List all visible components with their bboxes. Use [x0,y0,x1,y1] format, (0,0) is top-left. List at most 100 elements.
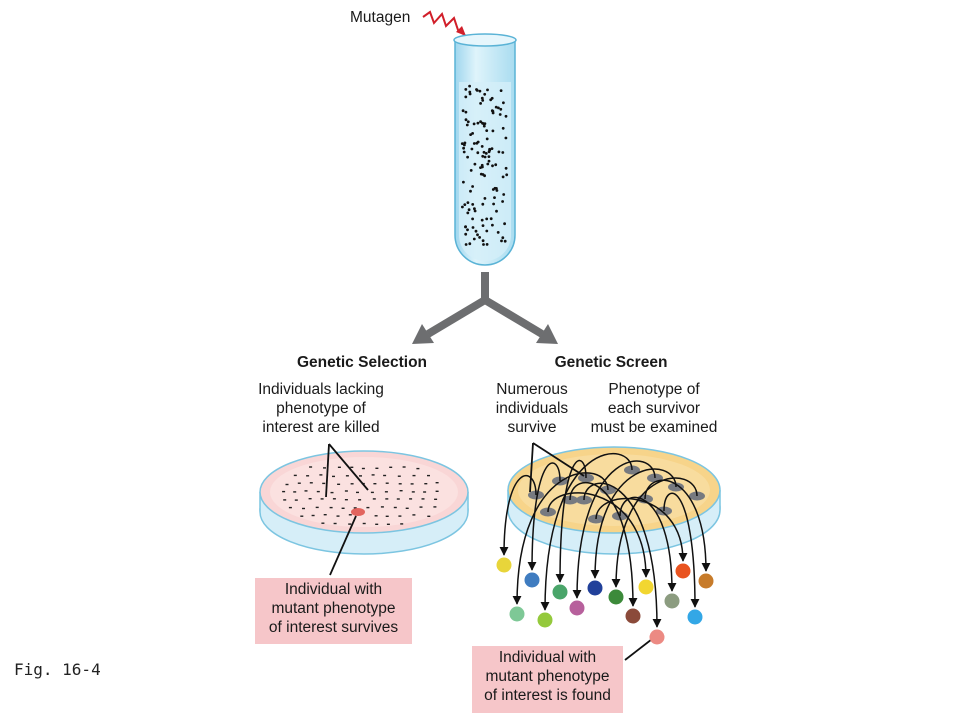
cell-dot [329,506,333,509]
cell-dot [471,226,475,229]
cell-dot [434,498,438,500]
cell-dot [476,233,479,237]
cell-dot [464,225,467,229]
cell-dot [375,523,379,525]
cell-dot [503,222,506,226]
cell-dot [468,90,472,94]
cell-dot [461,109,465,113]
cell-dot [323,467,326,469]
cell-dot [302,507,305,510]
cell-dot [309,466,313,468]
cell-dot [332,498,336,500]
cell-dot [488,147,491,151]
cell-dot [500,239,503,243]
cell-dot [306,475,310,477]
cell-dot [468,84,471,88]
cell-dot [462,150,466,154]
examined-colony [698,573,714,589]
cell-dot [489,98,493,102]
cell-dot [463,203,467,207]
cell-dot [316,490,320,493]
cell-dot [393,506,397,509]
cell-dot [478,89,482,93]
cell-dot [504,136,508,140]
cell-dot [505,173,509,177]
transfer-arrow [512,472,609,605]
cell-dot [309,482,313,484]
cell-dot [282,490,286,493]
cell-dot [416,467,420,470]
cell-dot [288,506,292,509]
cell-dot [304,490,308,492]
examined-colony [552,584,568,600]
screen-left-note-line: survive [507,419,557,436]
cell-dot [485,217,489,221]
transfer-arrow [619,496,677,592]
cell-dot [470,147,474,151]
transfer-arrow [499,474,537,556]
transfer-arrow [527,462,561,571]
examined-colony [587,580,603,596]
cell-dot [463,141,467,145]
cell-dot [494,163,498,167]
cell-dot [494,105,498,109]
cell-dot [345,475,349,477]
cell-dot [383,474,387,477]
cell-dot [473,207,476,211]
cell-dot [480,96,484,100]
selection-petri-dish [259,443,469,576]
test-tube [453,33,517,266]
cell-dot [469,133,472,137]
cell-dot [475,89,479,92]
cell-dot [402,466,406,468]
cell-dot [473,162,477,166]
cell-dot [424,483,428,485]
cell-dot [471,203,475,206]
cell-dot [396,498,400,500]
cell-dot [474,229,478,233]
cell-dot [475,141,479,145]
cell-dot [397,475,401,477]
cell-dot [308,498,312,500]
cell-dot [348,523,352,525]
cell-dot [466,211,470,215]
transfer-arrow [569,481,638,607]
cell-dot [322,482,326,485]
screen-result-line: of interest is found [484,687,611,704]
cell-dot [348,514,352,516]
cell-dot [370,491,374,494]
cell-dot [480,218,484,222]
cell-dot [412,474,416,477]
cell-dot [463,143,466,147]
cell-dot [435,482,439,484]
cell-dot [501,236,505,240]
cell-dot [320,498,324,500]
cell-dot [293,474,297,477]
cell-dot [478,236,481,239]
cell-dot [464,95,468,99]
cell-dot [410,483,414,485]
cell-dot [433,506,437,508]
cell-dot [372,498,376,500]
cell-dot [499,89,503,92]
cell-dot [501,175,505,179]
selection-result-line: mutant phenotype [271,600,396,617]
cell-dot [330,491,334,494]
transfer-arrow [590,468,677,579]
transfer-arrow [611,477,698,588]
cell-dot [487,159,491,163]
transfer-arrow [583,482,662,628]
cell-dot [479,120,482,124]
cell-dot [293,491,297,493]
selection-title: Genetic Selection [296,354,428,371]
examined-colony [496,557,512,573]
tube-mutagenized-cells [460,84,509,246]
screen-examined-colonies [496,557,714,645]
cell-dot [362,522,366,525]
cell-dot [323,514,327,516]
cell-dot [344,499,348,501]
cell-dot [464,232,468,236]
cell-dot [462,180,465,184]
cell-dot [502,193,506,196]
screen-title: Genetic Screen [554,354,668,371]
